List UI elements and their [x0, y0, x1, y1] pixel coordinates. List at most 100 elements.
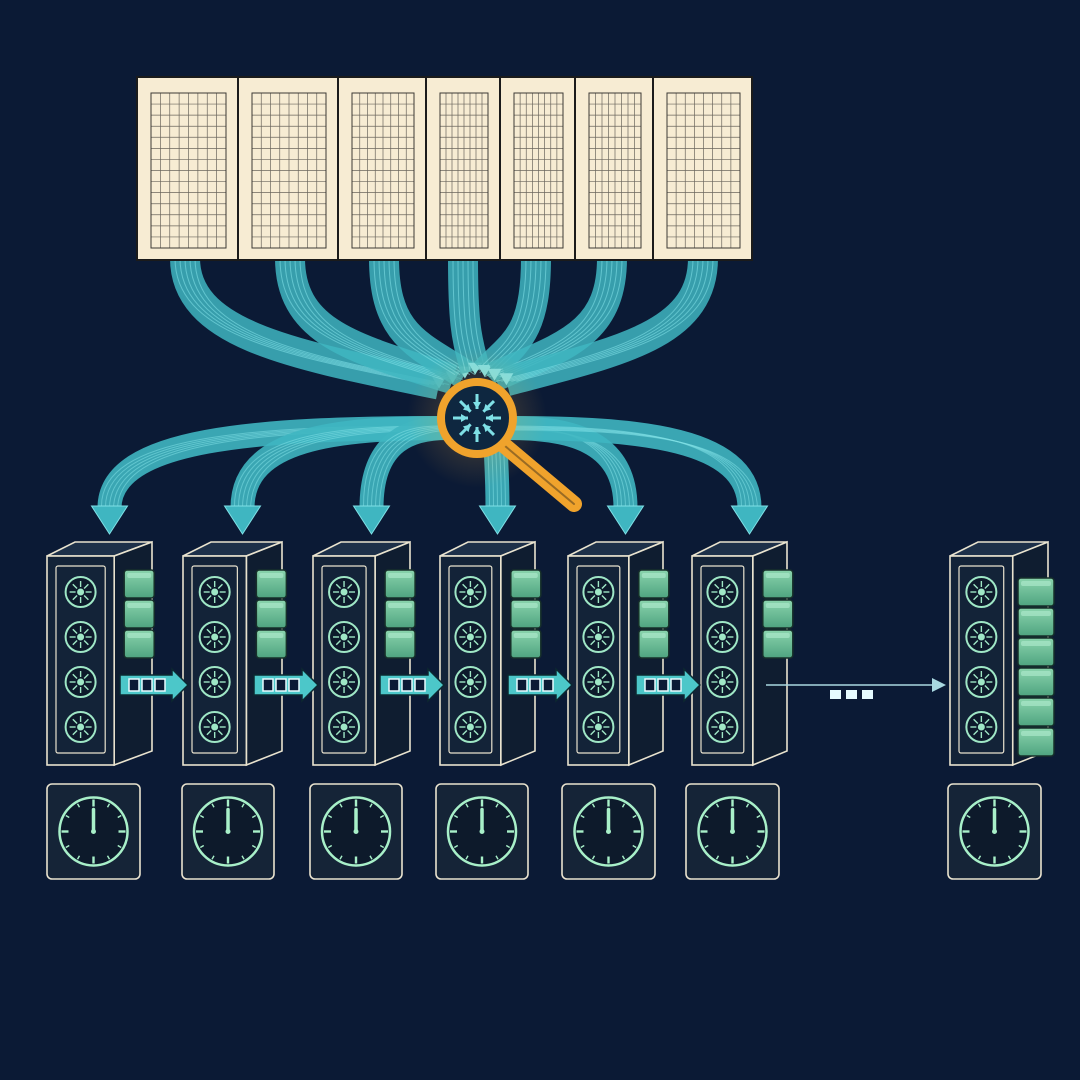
- server-panel: [448, 565, 493, 754]
- clock-tick: [453, 844, 459, 849]
- clock-tick: [632, 844, 637, 849]
- fan-blade: [601, 730, 607, 736]
- clock-tick: [327, 814, 333, 819]
- fan-icon: [64, 576, 97, 608]
- fan-hub: [211, 588, 219, 596]
- fan-hub: [594, 723, 602, 731]
- fan-blade: [590, 685, 596, 691]
- grid-panel-lines: [151, 93, 226, 248]
- clock-tick: [369, 803, 373, 808]
- fan-icon: [965, 711, 998, 743]
- clock-tick: [251, 844, 257, 849]
- fan-hub: [211, 678, 219, 686]
- fan-blade: [462, 640, 468, 646]
- fan-icon: [582, 711, 615, 743]
- server-rack-4: [439, 540, 542, 767]
- transfer-packet: [401, 678, 413, 692]
- fan-hub: [340, 633, 348, 641]
- fan-hub: [718, 633, 726, 641]
- fan-blade: [347, 595, 353, 601]
- clock-tick: [704, 844, 709, 849]
- fan-icon: [198, 576, 231, 608]
- fan-blade: [984, 640, 990, 646]
- fan-blade: [83, 595, 89, 601]
- fan-blade: [347, 583, 353, 589]
- fan-blade: [206, 685, 212, 691]
- grid-panel-5: [499, 76, 576, 261]
- module-highlight: [127, 603, 152, 608]
- fan-blade: [335, 685, 341, 691]
- fan-blade: [473, 628, 479, 634]
- module-highlight: [259, 573, 284, 578]
- clock-tick: [580, 844, 585, 849]
- magnifier-handle-edge: [504, 445, 575, 505]
- module-highlight: [1021, 581, 1051, 586]
- clock-tick: [76, 803, 81, 808]
- fan-blade: [462, 595, 468, 601]
- clock-tick: [505, 844, 511, 849]
- fan-blade: [206, 718, 212, 724]
- clock-tick: [495, 855, 499, 860]
- fan-blade: [601, 583, 607, 589]
- magnifier-ray-head: [462, 424, 471, 433]
- clock-center: [353, 829, 359, 834]
- fan-icon: [64, 711, 97, 743]
- grid-panel-lines: [589, 93, 641, 248]
- clock-center: [992, 829, 997, 834]
- magnifier-ray-head: [461, 414, 468, 422]
- fan-blade: [206, 640, 212, 646]
- fan-blade: [590, 718, 596, 724]
- flow-arrowhead: [90, 505, 129, 535]
- clock-tick: [977, 803, 982, 808]
- transfer-arrow-1: [119, 667, 190, 703]
- fan-blade: [83, 718, 89, 724]
- fan-blade: [725, 673, 731, 679]
- fan-blade: [984, 685, 990, 691]
- fan-blade: [206, 628, 212, 634]
- magnifier-ray-head: [483, 424, 492, 433]
- clock-tick: [106, 855, 111, 860]
- clock-tick: [211, 855, 215, 860]
- fan-blade: [590, 628, 596, 634]
- server-panel: [700, 565, 745, 754]
- clock-tick: [369, 855, 373, 860]
- fan-blade: [462, 718, 468, 724]
- clock-tick: [966, 814, 971, 819]
- module-highlight: [1021, 701, 1051, 706]
- grid-panel-lines: [440, 93, 488, 248]
- fan-blade: [462, 730, 468, 736]
- grid-panel-frame: [425, 76, 501, 261]
- clock-tick: [465, 803, 469, 808]
- transfer-arrow-2: [253, 667, 320, 703]
- fan-blade: [83, 673, 89, 679]
- fan-blade: [590, 673, 596, 679]
- clock-tick: [966, 844, 971, 849]
- fan-blade: [725, 628, 731, 634]
- grid-panel-lines: [667, 93, 740, 248]
- fan-blade: [83, 730, 89, 736]
- fan-blade: [601, 673, 607, 679]
- server-panel: [958, 565, 1005, 754]
- fan-hub: [718, 723, 726, 731]
- fan-blade: [335, 718, 341, 724]
- flow-arrowhead: [352, 505, 391, 535]
- fan-hub: [340, 678, 348, 686]
- magnifier-handle: [497, 438, 582, 512]
- clock-tick: [241, 803, 245, 808]
- fan-blade: [984, 628, 990, 634]
- fan-icon: [706, 576, 739, 608]
- clock-tick: [704, 814, 709, 819]
- fan-hub: [77, 633, 85, 641]
- fan-blade: [714, 628, 720, 634]
- fan-blade: [347, 640, 353, 646]
- fan-hub: [466, 588, 474, 596]
- clock-4: [435, 783, 529, 880]
- flow-strand: [234, 425, 440, 507]
- clock-tick: [117, 844, 122, 849]
- flow-strand: [179, 257, 435, 386]
- flow-strand: [506, 257, 704, 382]
- ellipsis-icon: [830, 690, 841, 699]
- grid-panel-3: [337, 76, 427, 261]
- clock-tick: [453, 814, 459, 819]
- transfer-packet: [388, 678, 400, 692]
